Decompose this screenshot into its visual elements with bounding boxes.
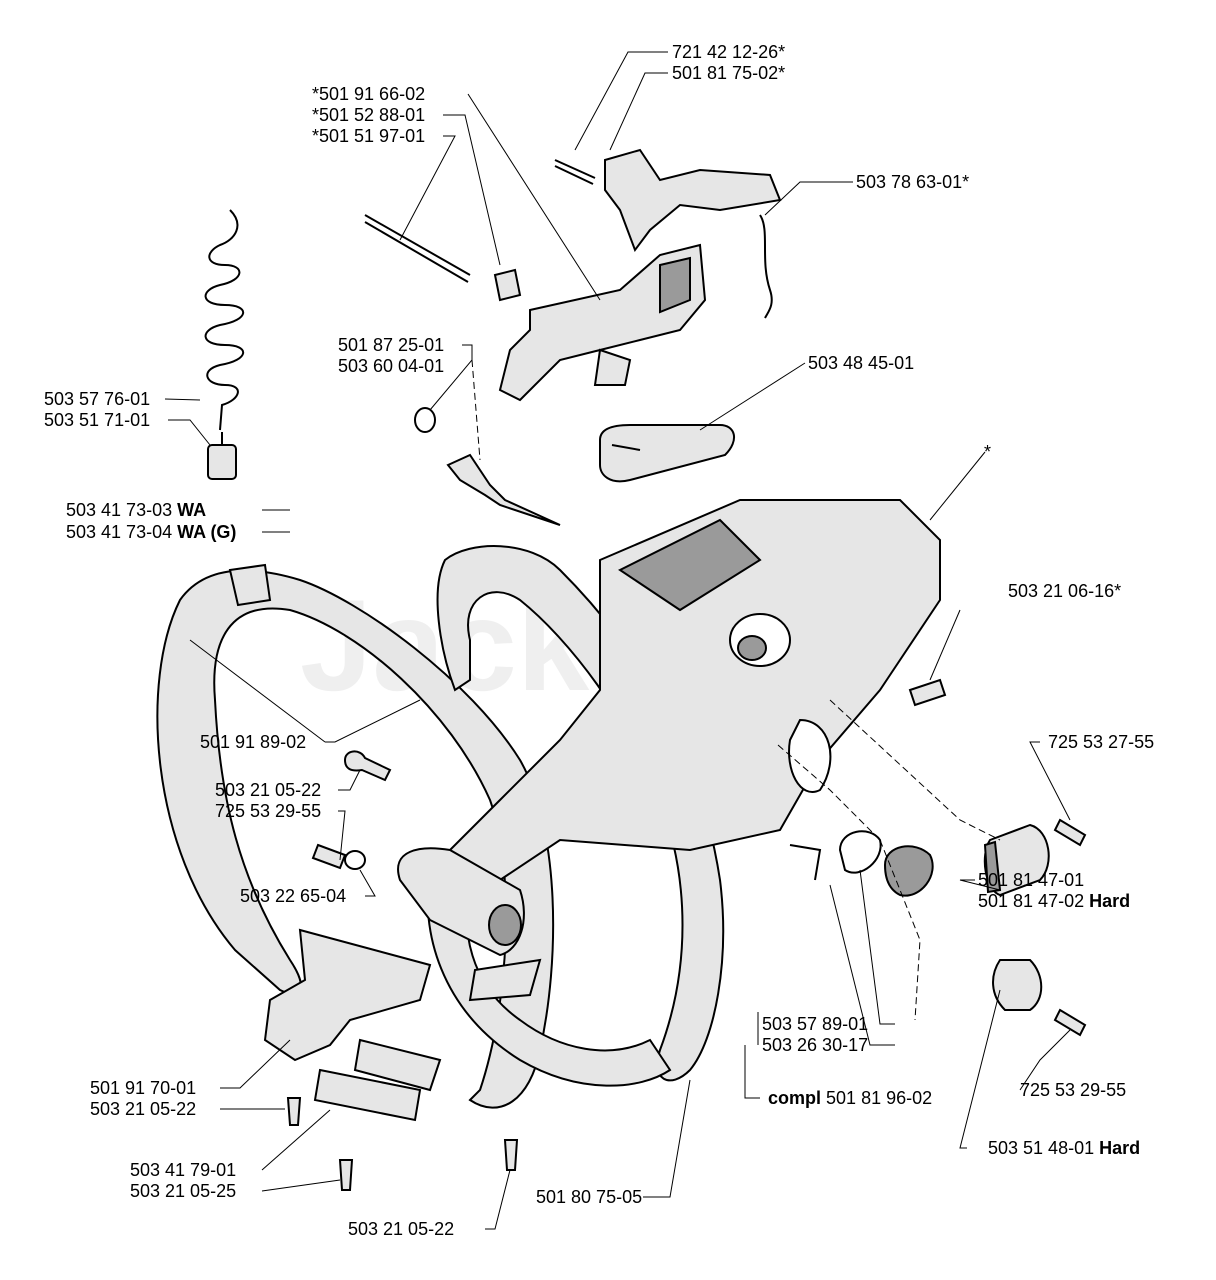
label-503-60-04-01: 503 60 04-01 xyxy=(338,356,444,376)
label-503-51-48-01: 503 51 48-01 Hard xyxy=(988,1138,1140,1158)
label-721-42-12-26: 721 42 12-26* xyxy=(672,42,785,62)
label-503-41-79-01: 503 41 79-01 xyxy=(130,1160,236,1180)
label-725-53-27-55: 725 53 27-55 xyxy=(1048,732,1154,752)
label-725-53-29-55-b: 725 53 29-55 xyxy=(1020,1080,1126,1100)
label-compl-501-81-96-02: compl 501 81 96-02 xyxy=(768,1088,932,1108)
label-503-57-76-01: 503 57 76-01 xyxy=(44,389,150,409)
label-501-81-47-02: 501 81 47-02 Hard xyxy=(978,891,1130,911)
label-503-57-89-01: 503 57 89-01 xyxy=(762,1014,868,1034)
part-labels: 721 42 12-26* 501 81 75-02* *501 91 66-0… xyxy=(44,42,1154,1239)
label-501-81-75-02: 501 81 75-02* xyxy=(672,63,785,83)
screws-drawing xyxy=(286,750,519,1191)
spring-coil-drawing xyxy=(204,209,245,480)
label-725-53-29-55-a: 725 53 29-55 xyxy=(215,801,321,821)
label-501-87-25-01: 501 87 25-01 xyxy=(338,335,444,355)
cover-plate-drawing xyxy=(599,424,735,483)
label-503-41-73-03: 503 41 73-03 WA xyxy=(66,500,206,520)
front-handle-bar-drawing xyxy=(156,563,555,1109)
label-503-22-65-04: 503 22 65-04 xyxy=(240,886,346,906)
label-503-26-30-17: 503 26 30-17 xyxy=(762,1035,868,1055)
asterisk-note: * xyxy=(984,442,991,462)
label-501-91-66-02: *501 91 66-02 xyxy=(312,84,425,104)
mounting-plates-drawing xyxy=(263,928,542,1122)
label-501-80-75-05: 501 80 75-05 xyxy=(536,1187,642,1207)
label-501-51-97-01: *501 51 97-01 xyxy=(312,126,425,146)
label-501-52-88-01: *501 52 88-01 xyxy=(312,105,425,125)
label-503-21-06-16: 503 21 06-16* xyxy=(1008,581,1121,601)
label-503-51-71-01: 503 51 71-01 xyxy=(44,410,150,430)
label-503-41-73-04: 503 41 73-04 WA (G) xyxy=(66,522,236,542)
label-503-78-63-01: 503 78 63-01* xyxy=(856,172,969,192)
label-501-91-89-02: 501 91 89-02 xyxy=(200,732,306,752)
label-503-21-05-22-c: 503 21 05-22 xyxy=(348,1219,454,1239)
label-501-81-47-01: 501 81 47-01 xyxy=(978,870,1084,890)
label-501-91-70-01: 501 91 70-01 xyxy=(90,1078,196,1098)
label-503-21-05-25: 503 21 05-25 xyxy=(130,1181,236,1201)
label-503-21-05-22-b: 503 21 05-22 xyxy=(90,1099,196,1119)
label-503-48-45-01: 503 48 45-01 xyxy=(808,353,914,373)
leader-lines xyxy=(164,51,1071,1230)
tank-housing-drawing xyxy=(397,499,941,957)
label-503-21-05-22-a: 503 21 05-22 xyxy=(215,780,321,800)
trigger-assembly-drawing xyxy=(364,148,782,526)
